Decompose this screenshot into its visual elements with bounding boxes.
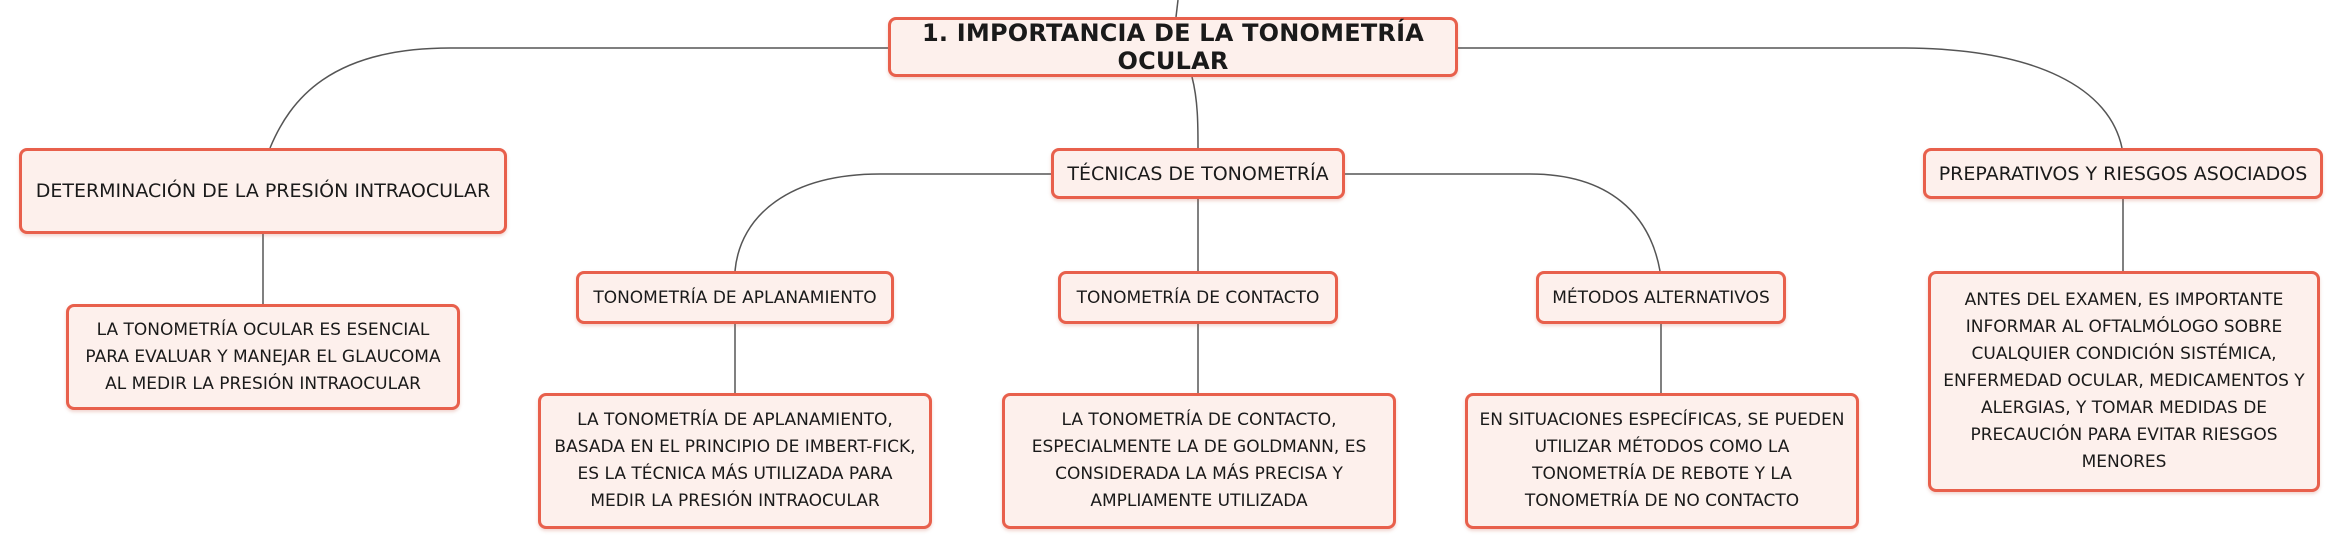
subtopic-aplanamiento[interactable]: TONOMETRÍA DE APLANAMIENTO (576, 271, 894, 324)
detail-aplanamiento-text: LA TONOMETRÍA DE APLANAMIENTO, BASADA EN… (554, 410, 916, 511)
root-topic-label: 1. IMPORTANCIA DE LA TONOMETRÍA OCULAR (921, 19, 1424, 75)
detail-determinacion-text: LA TONOMETRÍA OCULAR ES ESENCIAL PARA EV… (85, 319, 441, 394)
subtopic-contacto[interactable]: TONOMETRÍA DE CONTACTO (1058, 271, 1338, 324)
branch-preparativos[interactable]: PREPARATIVOS Y RIESGOS ASOCIADOS (1923, 148, 2323, 199)
connector-root-to-tecnicas (1191, 76, 1199, 149)
detail-preparativos[interactable]: ANTES DEL EXAMEN, ES IMPORTANTE INFORMAR… (1928, 271, 2320, 492)
connector-parent-to-root (1175, 0, 1179, 18)
branch-tecnicas[interactable]: TÉCNICAS DE TONOMETRÍA (1051, 148, 1345, 199)
detail-contacto-text: LA TONOMETRÍA DE CONTACTO, ESPECIALMENTE… (1031, 410, 1367, 511)
branch-determinacion[interactable]: DETERMINACIÓN DE LA PRESIÓN INTRAOCULAR (19, 148, 507, 234)
subtopic-aplanamiento-label: TONOMETRÍA DE APLANAMIENTO (593, 287, 877, 308)
subtopic-alternativos-label: MÉTODOS ALTERNATIVOS (1552, 287, 1770, 308)
detail-preparativos-text: ANTES DEL EXAMEN, ES IMPORTANTE INFORMAR… (1943, 290, 2305, 472)
detail-determinacion[interactable]: LA TONOMETRÍA OCULAR ES ESENCIAL PARA EV… (66, 304, 460, 410)
connector-root-to-determinacion (269, 47, 888, 149)
root-topic[interactable]: 1. IMPORTANCIA DE LA TONOMETRÍA OCULAR (888, 17, 1458, 77)
branch-tecnicas-label: TÉCNICAS DE TONOMETRÍA (1067, 162, 1329, 185)
subtopic-alternativos[interactable]: MÉTODOS ALTERNATIVOS (1536, 271, 1786, 324)
subtopic-contacto-label: TONOMETRÍA DE CONTACTO (1076, 287, 1320, 308)
detail-alternativos-text: EN SITUACIONES ESPECÍFICAS, SE PUEDEN UT… (1479, 410, 1845, 511)
detail-aplanamiento[interactable]: LA TONOMETRÍA DE APLANAMIENTO, BASADA EN… (538, 393, 932, 529)
branch-preparativos-label: PREPARATIVOS Y RIESGOS ASOCIADOS (1938, 162, 2308, 185)
connector-tecnicas-to-aplanamiento (734, 173, 1051, 272)
branch-determinacion-label: DETERMINACIÓN DE LA PRESIÓN INTRAOCULAR (35, 180, 491, 202)
detail-alternativos[interactable]: EN SITUACIONES ESPECÍFICAS, SE PUEDEN UT… (1465, 393, 1859, 529)
detail-contacto[interactable]: LA TONOMETRÍA DE CONTACTO, ESPECIALMENTE… (1002, 393, 1396, 529)
connector-tecnicas-to-alternativos (1345, 173, 1661, 272)
connector-root-to-preparativos (1458, 47, 2123, 149)
